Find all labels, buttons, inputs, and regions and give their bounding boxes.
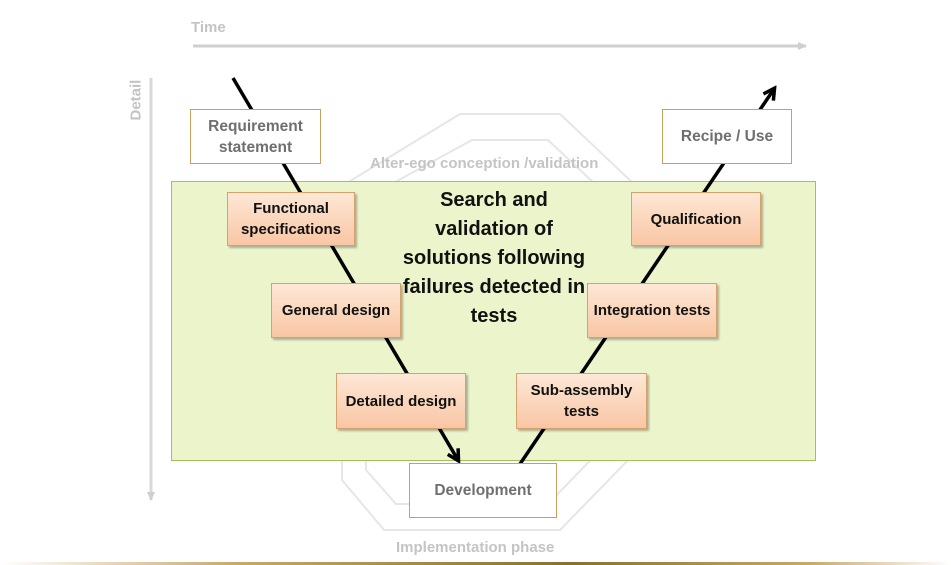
implementation-label: Implementation phase [396, 539, 555, 556]
sub-assembly-tests-box: Sub-assembly tests [516, 373, 647, 429]
development-box: Development [409, 463, 557, 518]
time-axis-label: Time [191, 19, 226, 36]
functional-specifications-box: Functional specifications [227, 192, 355, 246]
recipe-use-box: Recipe / Use [662, 109, 792, 164]
requirement-statement-box: Requirement statement [190, 109, 321, 164]
center-text: Search and validation of solutions follo… [402, 189, 586, 327]
detailed-design-box: Detailed design [336, 373, 466, 429]
detail-axis-label: Detail [127, 79, 145, 121]
bottom-divider [0, 562, 951, 565]
general-design-box: General design [271, 283, 401, 338]
alter-ego-label: Alter-ego conception /validation [370, 155, 599, 172]
qualification-box: Qualification [631, 192, 761, 246]
integration-tests-box: Integration tests [587, 283, 717, 338]
